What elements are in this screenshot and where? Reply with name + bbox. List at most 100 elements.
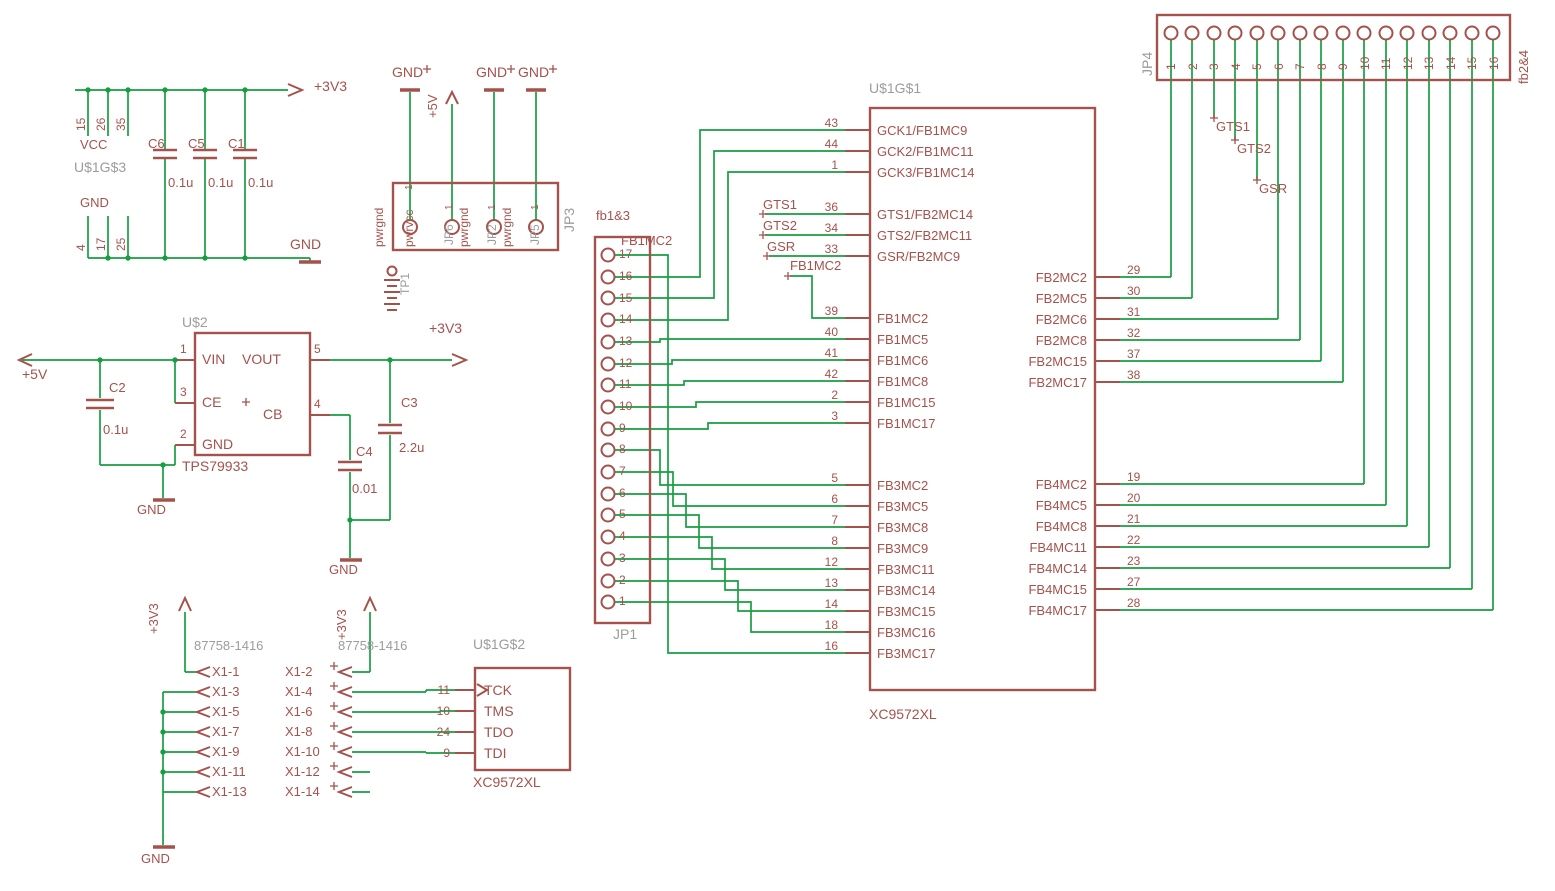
pin-number: 1 [530, 204, 541, 210]
pin-name: FB2MC5 [1035, 290, 1087, 306]
net-label-gnd: GND [137, 502, 166, 517]
net-label-3v3: +3V3 [334, 609, 349, 640]
cpld-block[interactable] [759, 106, 1120, 692]
pin-number: 14 [619, 312, 633, 327]
pin-name: X1-9 [212, 744, 240, 759]
pin-number: 3 [180, 385, 187, 399]
jp4-header[interactable] [1120, 13, 1512, 611]
pin-number: 27 [1127, 574, 1141, 589]
jtag-block[interactable] [455, 666, 572, 772]
pin-name: X1-8 [285, 724, 313, 739]
pin-number: 15 [619, 290, 633, 305]
pin-name: FB3MC15 [877, 603, 936, 619]
pin-name: FB4MC8 [1035, 518, 1087, 534]
bypass-network[interactable] [75, 83, 321, 264]
cap-name: C2 [109, 380, 126, 395]
pin-arrow-icon [336, 666, 353, 798]
net-label-gnd: GND [329, 562, 358, 577]
pin-number: 1 [831, 157, 838, 172]
part-ref: U$1G$3 [74, 159, 127, 175]
polarity-cross [242, 398, 250, 406]
pin-number: 37 [1127, 346, 1141, 361]
pin-number-cell: 2 [1182, 46, 1204, 72]
net-label: pwrgnd [457, 207, 471, 247]
pin-number: 39 [824, 303, 838, 318]
pin-number: 14 [824, 596, 838, 611]
pin-number: 4 [619, 529, 626, 544]
net-label-3v3: +3V3 [146, 603, 161, 634]
pin-name: GCK3/FB1MC14 [877, 164, 975, 180]
pin-name: FB3MC9 [877, 540, 929, 556]
pin-number: 2 [1185, 63, 1200, 70]
pin-number: 26 [94, 117, 108, 131]
pin-number: 25 [114, 237, 128, 251]
pin-number: 3 [831, 408, 838, 423]
pin-number: 20 [1127, 490, 1141, 505]
pin-number: 11 [1379, 57, 1393, 70]
cap-name: C6 [148, 136, 165, 151]
cap-value: 0.1u [168, 175, 194, 190]
pin-number-cell: 15 [1461, 46, 1483, 72]
pin-number: 28 [1127, 595, 1141, 610]
pin-number: 1 [1164, 63, 1178, 70]
pin-number: 40 [824, 324, 838, 339]
part-ref: U$1G$1 [869, 80, 922, 96]
pin-number: 6 [1271, 63, 1286, 70]
cap-name: C3 [401, 395, 418, 410]
net-label-gnd: GND [518, 64, 550, 80]
pin-name: X1-3 [212, 684, 240, 699]
pin-number: 5 [314, 342, 321, 356]
pin-name: FB4MC17 [1028, 602, 1087, 618]
jp3-header[interactable] [391, 65, 560, 252]
pin-name: VIN [202, 351, 226, 367]
pin-name: FB3MC14 [877, 582, 936, 598]
pin-name: FB3MC2 [877, 477, 929, 493]
pin-number: 4 [74, 244, 88, 251]
regulator-circuit[interactable] [16, 331, 469, 562]
jumper-ref: JP2 [485, 224, 499, 245]
net-label-5v: +5V [425, 94, 440, 119]
pin-number: 33 [824, 241, 838, 256]
pin-number: 3 [1207, 63, 1221, 70]
pin-number: 9 [1336, 63, 1350, 70]
pin-number: 13 [619, 333, 633, 348]
wire-end-cross [1210, 114, 1261, 184]
pin-name: CB [263, 406, 283, 422]
pin-number: 3 [619, 550, 626, 565]
part-value: fb2&4 [1516, 50, 1531, 84]
tp1-testpoint[interactable] [384, 265, 400, 311]
pin-number: 4 [314, 397, 321, 411]
pin-name: FB2MC8 [1035, 332, 1087, 348]
pin-name-vcc: VCC [80, 137, 108, 152]
pin-name: FB2MC6 [1035, 311, 1087, 327]
cap-value: 0.1u [248, 175, 274, 190]
pin-name: VOUT [242, 351, 281, 367]
pin-number: 2 [180, 427, 187, 441]
net-label-gnd: GND [290, 236, 322, 252]
pin-number: 6 [831, 491, 838, 506]
pin-number-cell: 7 [1289, 46, 1311, 72]
pin-name: X1-13 [212, 784, 247, 799]
net-label-3v3: +3V3 [429, 320, 463, 336]
pin-name: FB1MC5 [877, 331, 929, 347]
pin-number: 18 [824, 617, 838, 632]
pin-name: X1-2 [285, 664, 313, 679]
pin-number: 16 [1486, 56, 1501, 70]
clock-mark-icon [476, 683, 489, 697]
pin-name: FB2MC2 [1035, 269, 1087, 285]
pin-number: 30 [1127, 283, 1141, 298]
pin-number-cell: 14 [1440, 46, 1462, 72]
pin-number-cell: 10 [1354, 46, 1376, 72]
pin-name: TDO [484, 723, 514, 740]
gnd-symbol-icon [153, 498, 362, 562]
x1-jtag-circuit[interactable] [153, 595, 455, 849]
jp1-header[interactable] [593, 129, 845, 654]
net-label-gnd: GND [392, 64, 424, 80]
pin-number: 43 [824, 115, 838, 130]
part-ref: JP3 [561, 207, 577, 232]
